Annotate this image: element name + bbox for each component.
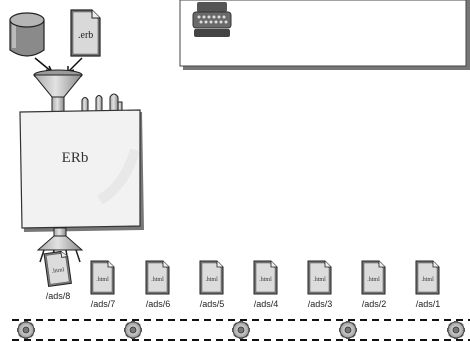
database-icon (9, 12, 45, 57)
html-page-text: .html (421, 277, 434, 283)
erb-file-icon (70, 9, 101, 57)
gear-icon (232, 321, 250, 339)
html-page-icon: .html (307, 260, 332, 295)
page-label: /ads/5 (199, 299, 225, 309)
typewriter-icon (192, 2, 232, 37)
html-page-text: .html (205, 277, 218, 283)
html-page-icon: .html (90, 260, 115, 295)
page-label: /ads/1 (415, 299, 441, 309)
conveyor-gears (17, 321, 465, 339)
gear-icon (124, 321, 142, 339)
gear-icon (447, 321, 465, 339)
html-page-text: .html (259, 277, 272, 283)
page-label: /ads/3 (307, 299, 333, 309)
html-page-icon: .html (415, 260, 440, 295)
page-label: /ads/2 (361, 299, 387, 309)
page-label: /ads/4 (253, 299, 279, 309)
gear-icon (17, 321, 35, 339)
page-label: /ads/6 (145, 299, 171, 309)
html-page-text: .html (313, 277, 326, 283)
html-page-icon: .html (145, 260, 170, 295)
erb-file-label: .erb (78, 30, 94, 41)
page-label: /ads/7 (90, 299, 116, 309)
html-page-text: .html (151, 277, 164, 283)
erb-machine (19, 109, 144, 232)
conveyor-belt (12, 319, 470, 341)
html-page-icon: .html (253, 260, 278, 295)
typewriter-panel (179, 0, 470, 70)
html-page-icon: .html (43, 250, 72, 288)
html-page-text: .html (51, 267, 65, 275)
html-page-icon: .html (199, 260, 224, 295)
html-pages: .html .html .html .html .html .html .html .html (43, 250, 440, 295)
output-nozzle (36, 227, 84, 263)
machine-label: ERb (61, 150, 89, 166)
html-page-text: .html (367, 277, 380, 283)
html-page-text: .html (96, 277, 109, 283)
funnel-icon (32, 69, 84, 114)
page-label: /ads/8 (45, 291, 71, 301)
html-page-icon: .html (361, 260, 386, 295)
gear-icon (339, 321, 357, 339)
